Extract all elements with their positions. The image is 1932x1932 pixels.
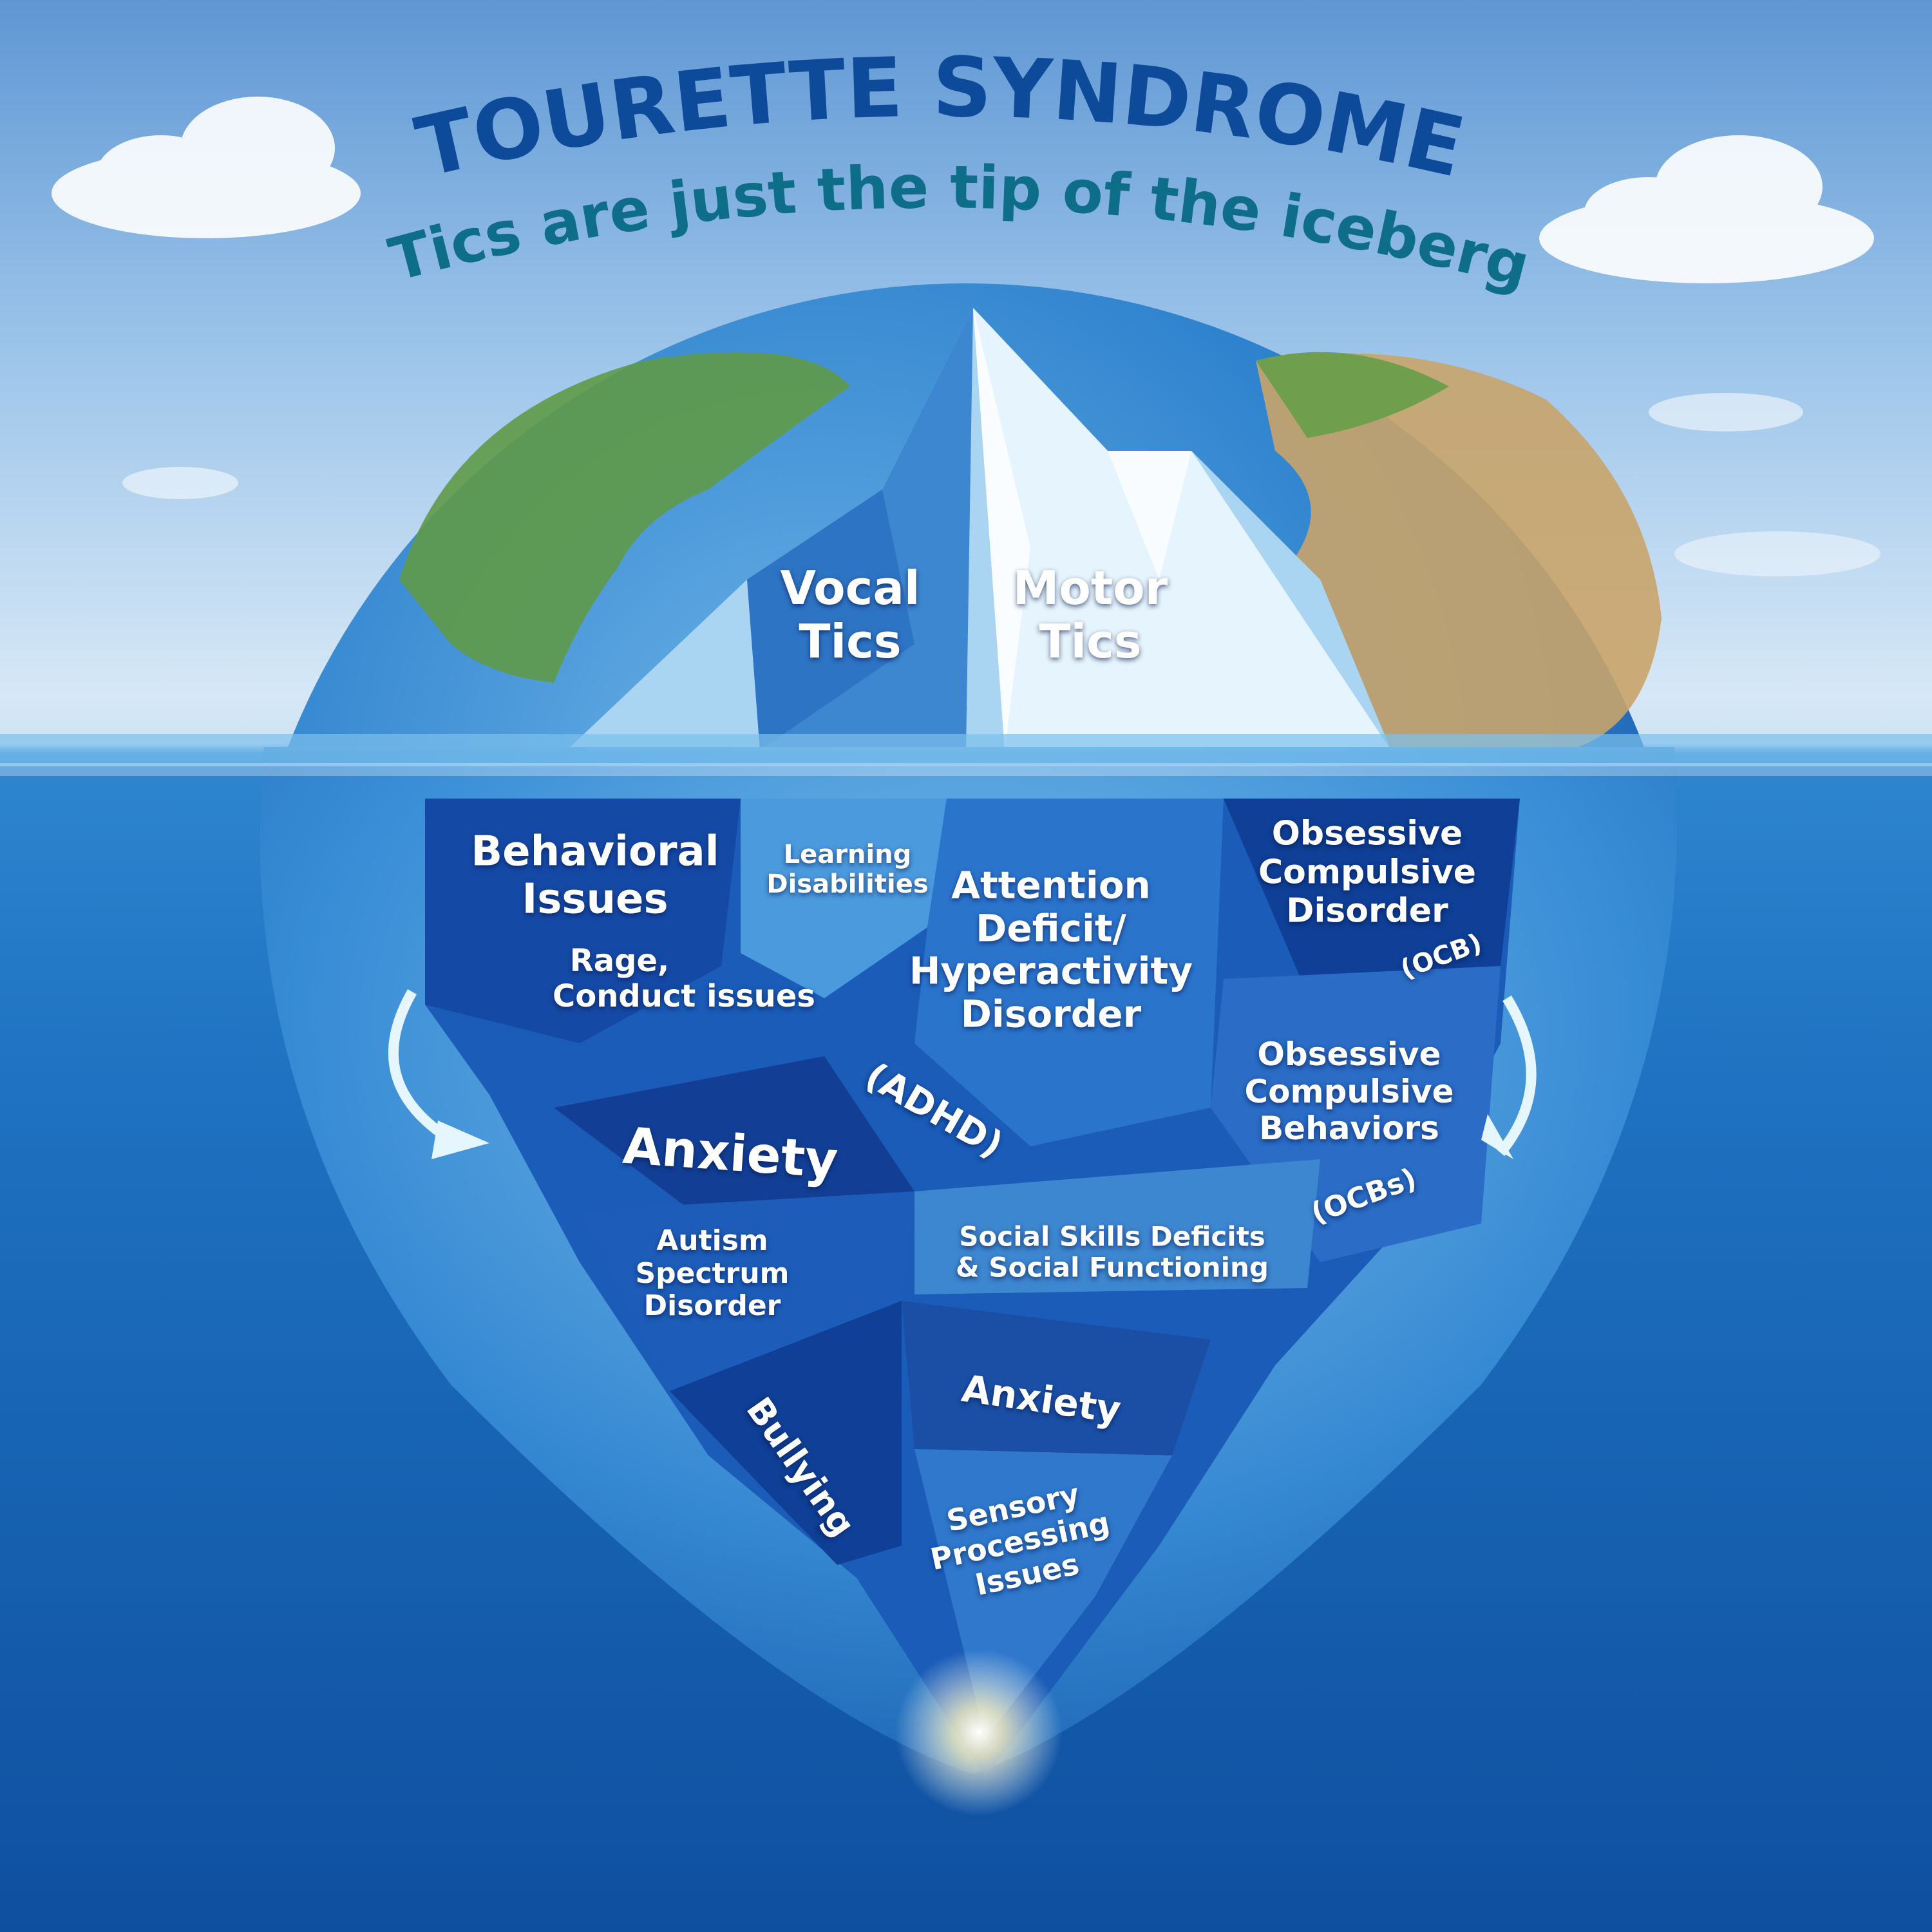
arrow-left-icon xyxy=(388,989,454,1144)
continent-americas xyxy=(399,352,850,683)
iceberg-underwater xyxy=(425,799,1520,1777)
continent-africa-europe xyxy=(1256,353,1662,747)
label-social-skills: Social Skills Deficits& Social Functioni… xyxy=(956,1220,1269,1283)
label-rage-conduct: Rage,Conduct issues xyxy=(553,942,815,1014)
iceberg-tip xyxy=(570,308,1390,747)
clouds xyxy=(52,97,1880,576)
arrow-right-icon xyxy=(1496,995,1537,1157)
light-burst xyxy=(895,1649,1063,1816)
water-surface xyxy=(0,734,1932,766)
